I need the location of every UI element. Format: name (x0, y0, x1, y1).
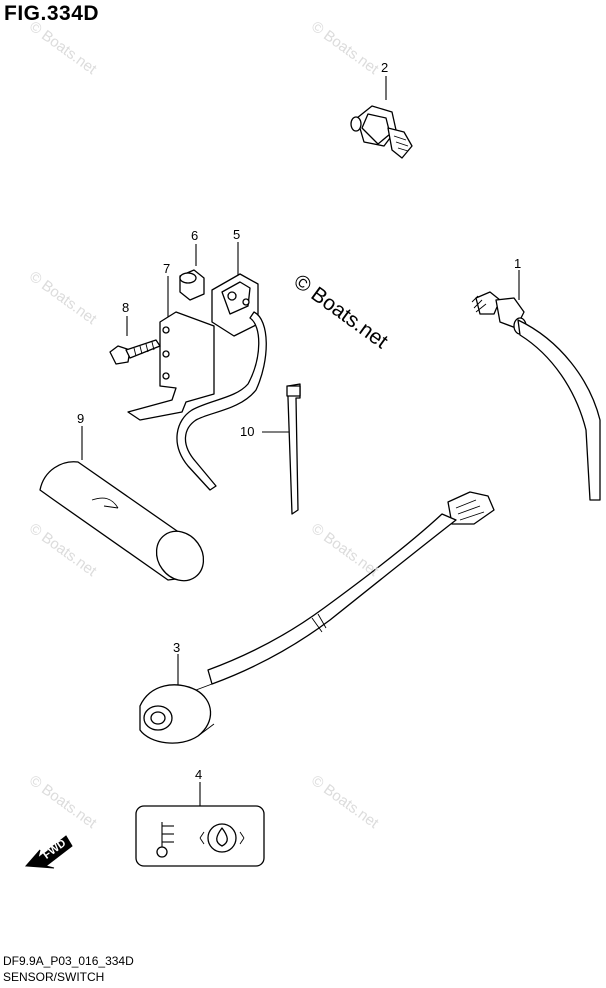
callout-5: 5 (233, 227, 240, 242)
callout-10: 10 (240, 424, 254, 439)
figure-name: SENSOR/SWITCH (3, 970, 105, 984)
oil-pressure-icon (199, 823, 245, 853)
callout-3: 3 (173, 640, 180, 655)
callout-7: 7 (163, 261, 170, 276)
callout-8: 8 (122, 300, 129, 315)
figure-code: DF9.9A_P03_016_334D (3, 954, 134, 968)
figure-title: FIG.334D (4, 2, 100, 25)
callout-6: 6 (191, 228, 198, 243)
callout-1: 1 (514, 256, 521, 271)
callout-2: 2 (381, 60, 388, 75)
part-3-harness (139, 491, 495, 744)
part-10-cable-tie (262, 383, 301, 515)
part-2-sensor (350, 76, 413, 159)
bracket-assembly (109, 242, 267, 491)
fwd-arrow-icon: FWD (24, 835, 73, 869)
part-9-sleeve (39, 426, 205, 582)
part-4-label (135, 782, 265, 867)
temperature-icon (156, 822, 174, 858)
callout-4: 4 (195, 767, 202, 782)
part-1-temp-sender (471, 270, 601, 501)
callout-9: 9 (77, 411, 84, 426)
